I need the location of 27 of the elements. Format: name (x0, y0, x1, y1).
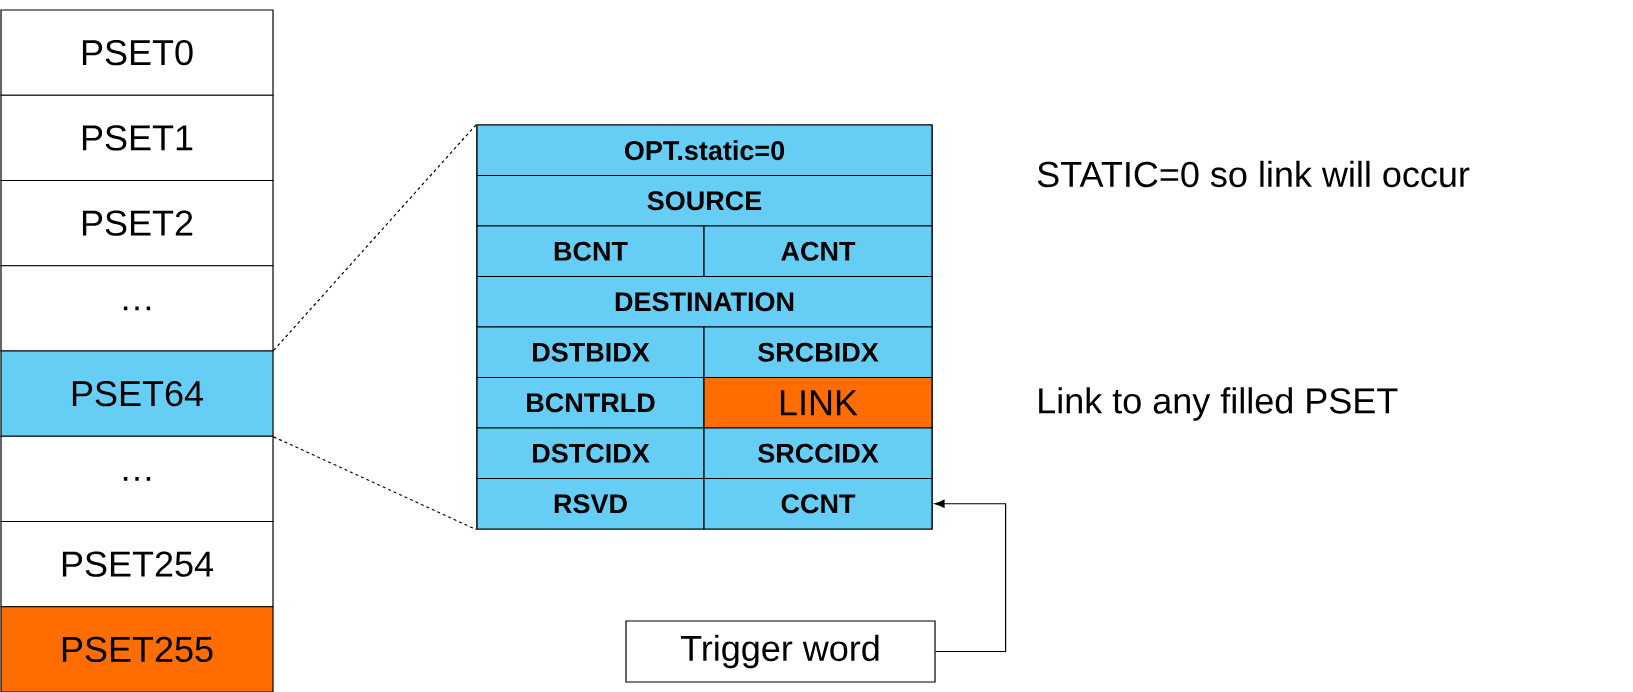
zoom-line (273, 123, 477, 351)
zoom-line (273, 436, 477, 531)
register-field: OPT.static=0 (476, 124, 933, 177)
register-field: SRCCIDX (703, 427, 933, 480)
pset-cell: PSET0 (0, 9, 274, 96)
register-field: DSTBIDX (476, 326, 705, 379)
register-field: LINK (703, 376, 933, 429)
register-field: CCNT (703, 477, 933, 530)
pset-cell: … (0, 435, 274, 523)
register-field: DESTINATION (476, 275, 933, 328)
register-field: DSTCIDX (476, 427, 705, 480)
pset-cell: … (0, 265, 274, 352)
pset-cell: PSET1 (0, 94, 274, 182)
pset-cell: PSET64 (0, 350, 274, 437)
pset-cell: PSET255 (0, 606, 274, 692)
note-text: STATIC=0 so link will occur (1037, 160, 1470, 188)
register-field: BCNT (476, 225, 705, 278)
pset-cell: PSET254 (0, 520, 274, 608)
trigger-box: Trigger word (625, 620, 936, 683)
pset-cell: PSET2 (0, 179, 274, 267)
note-text: Link to any filled PSET (1039, 387, 1398, 421)
register-field: SOURCE (476, 174, 933, 227)
register-field: RSVD (476, 477, 705, 530)
register-field: SRCBIDX (703, 326, 933, 379)
register-field: ACNT (703, 225, 933, 278)
arrow (934, 499, 1007, 653)
register-field: BCNTRLD (476, 376, 705, 429)
